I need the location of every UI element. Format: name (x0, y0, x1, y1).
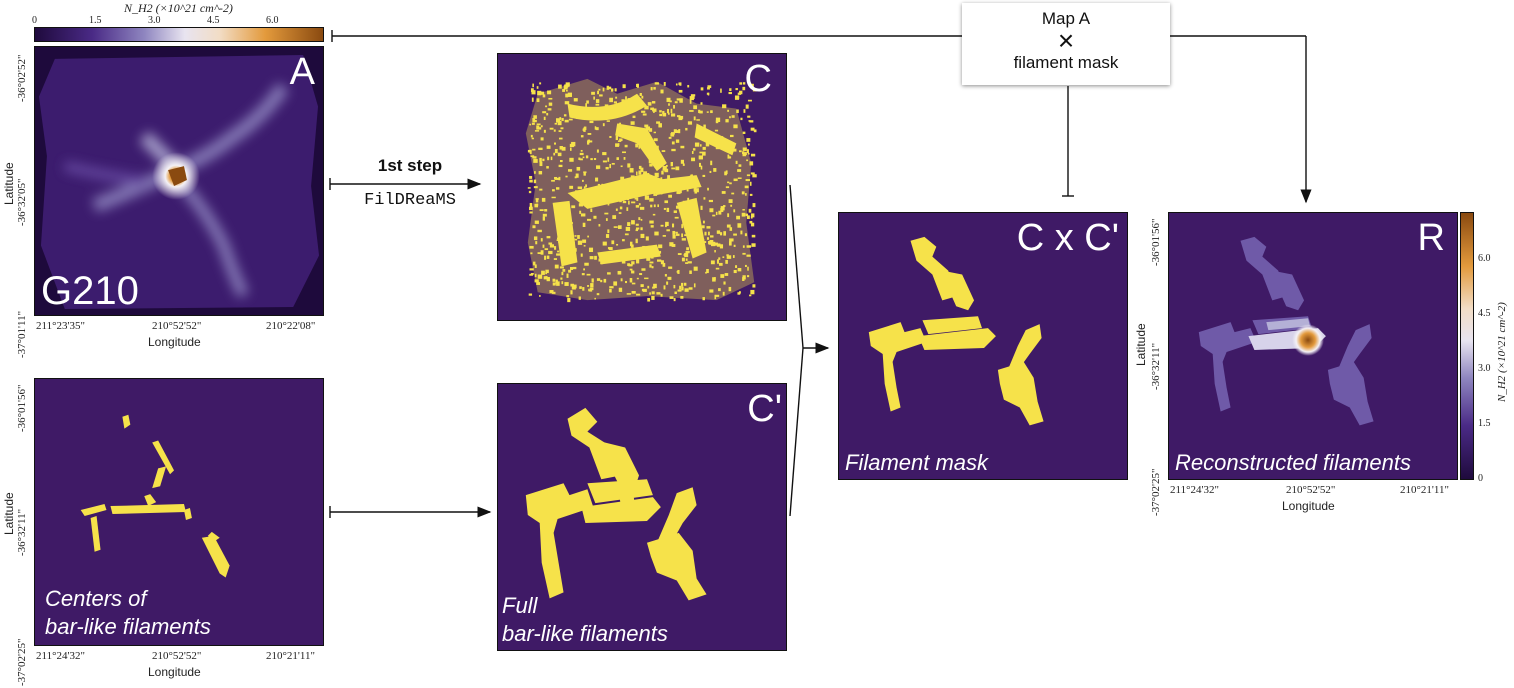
panel-a-x-tick: 211°23'35" (36, 320, 85, 332)
panel-a-x-tick: 210°52'52" (152, 320, 202, 332)
panel-r-y-tick: -36°01'56" (1150, 218, 1162, 266)
panel-centers-y-tick: -36°32'11" (16, 508, 28, 556)
panel-a-region-label: G210 (41, 269, 139, 313)
panel-centers-y-tick: -36°01'56" (16, 384, 28, 432)
panel-r-ylabel: Latitude (1134, 323, 1148, 366)
reconstructed-image (1198, 236, 1374, 426)
panel-c: C (497, 53, 787, 321)
multiply-operator: × (1057, 25, 1075, 56)
map-a-times-mask-box: Map A × filament mask (962, 3, 1170, 85)
panel-r-y-tick: -36°32'11" (1150, 342, 1162, 390)
right-cb-tick: 1.5 (1478, 418, 1491, 429)
panel-r-x-tick: 210°52'52" (1286, 484, 1336, 496)
panel-mask-tag: C x C' (1016, 217, 1119, 259)
map-box-line1: Map A (1041, 9, 1091, 28)
panel-r-x-tick: 210°21'11" (1400, 484, 1449, 496)
right-cb-tick: 6.0 (1478, 253, 1491, 264)
right-cb-tick: 3.0 (1478, 363, 1491, 374)
panel-a-column-density-map: A G210 (34, 46, 324, 316)
map-box-line2: filament mask (1013, 53, 1119, 72)
panel-filament-mask: C x C' Filament mask (838, 212, 1128, 480)
right-colorbar (1460, 212, 1474, 480)
right-cb-tick: 0 (1478, 473, 1483, 484)
top-cb-tick: 6.0 (266, 15, 279, 26)
first-step-label: 1st step (340, 156, 480, 176)
top-colorbar-label: N_H2 (×10^21 cm^-2) (124, 1, 233, 15)
reconstructed-caption: Reconstructed filaments (1175, 450, 1411, 475)
filament-mask-image (868, 236, 1044, 426)
panel-r-y-tick: -37°02'25" (1150, 468, 1162, 516)
panel-a-ylabel: Latitude (2, 162, 16, 205)
top-cb-tick: 1.5 (89, 15, 102, 26)
panel-a-xlabel: Longitude (148, 335, 201, 349)
panel-a-tag: A (289, 51, 315, 93)
top-cb-tick: 3.0 (148, 15, 161, 26)
panel-r-xlabel: Longitude (1282, 499, 1335, 513)
panel-r-reconstructed: R Reconstructed filaments (1168, 212, 1458, 480)
panel-centers-x-tick: 210°21'11" (266, 650, 315, 662)
panel-c-prime: C' Full bar-like filaments (497, 383, 787, 651)
panel-c-prime-tag: C' (747, 388, 782, 430)
filament-centers-image (80, 414, 230, 578)
filament-mask-caption: Filament mask (845, 450, 989, 475)
panel-centers-x-tick: 210°52'52" (152, 650, 202, 662)
step-label: 1st step (377, 156, 443, 175)
panel-filament-centers: Centers of bar-like filaments (34, 378, 324, 646)
panel-centers-ylabel: Latitude (2, 492, 16, 535)
panel-c-tag: C (744, 58, 772, 100)
panel-a-y-tick: -37°01'11" (16, 310, 28, 358)
panel-a-image (38, 54, 320, 310)
panel-r-x-tick: 211°24'32" (1170, 484, 1219, 496)
panel-centers-xlabel: Longitude (148, 665, 201, 679)
full-filaments-image (525, 407, 707, 601)
panel-a-x-tick: 210°22'08" (266, 320, 316, 332)
filament-centers-caption-line2: bar-like filaments (45, 614, 211, 639)
panel-a-y-tick: -36°02'52" (16, 54, 28, 102)
full-filaments-caption-line1: Full (502, 593, 538, 618)
panel-centers-x-tick: 211°24'32" (36, 650, 85, 662)
full-filaments-caption-line2: bar-like filaments (502, 621, 668, 646)
filament-centers-caption-line1: Centers of (45, 586, 147, 611)
right-cb-tick: 4.5 (1478, 308, 1491, 319)
panel-centers-y-tick: -37°02'25" (16, 638, 28, 686)
method-name: FilDReaMS (364, 191, 456, 210)
top-cb-tick: 4.5 (207, 15, 220, 26)
panel-r-tag: R (1417, 217, 1445, 259)
right-colorbar-label: N_H2 (×10^21 cm^-2) (1496, 302, 1508, 402)
panel-c-image (525, 78, 757, 303)
top-colorbar (34, 27, 324, 42)
top-cb-tick: 0 (32, 15, 37, 26)
panel-a-y-tick: -36°32'05" (16, 178, 28, 226)
